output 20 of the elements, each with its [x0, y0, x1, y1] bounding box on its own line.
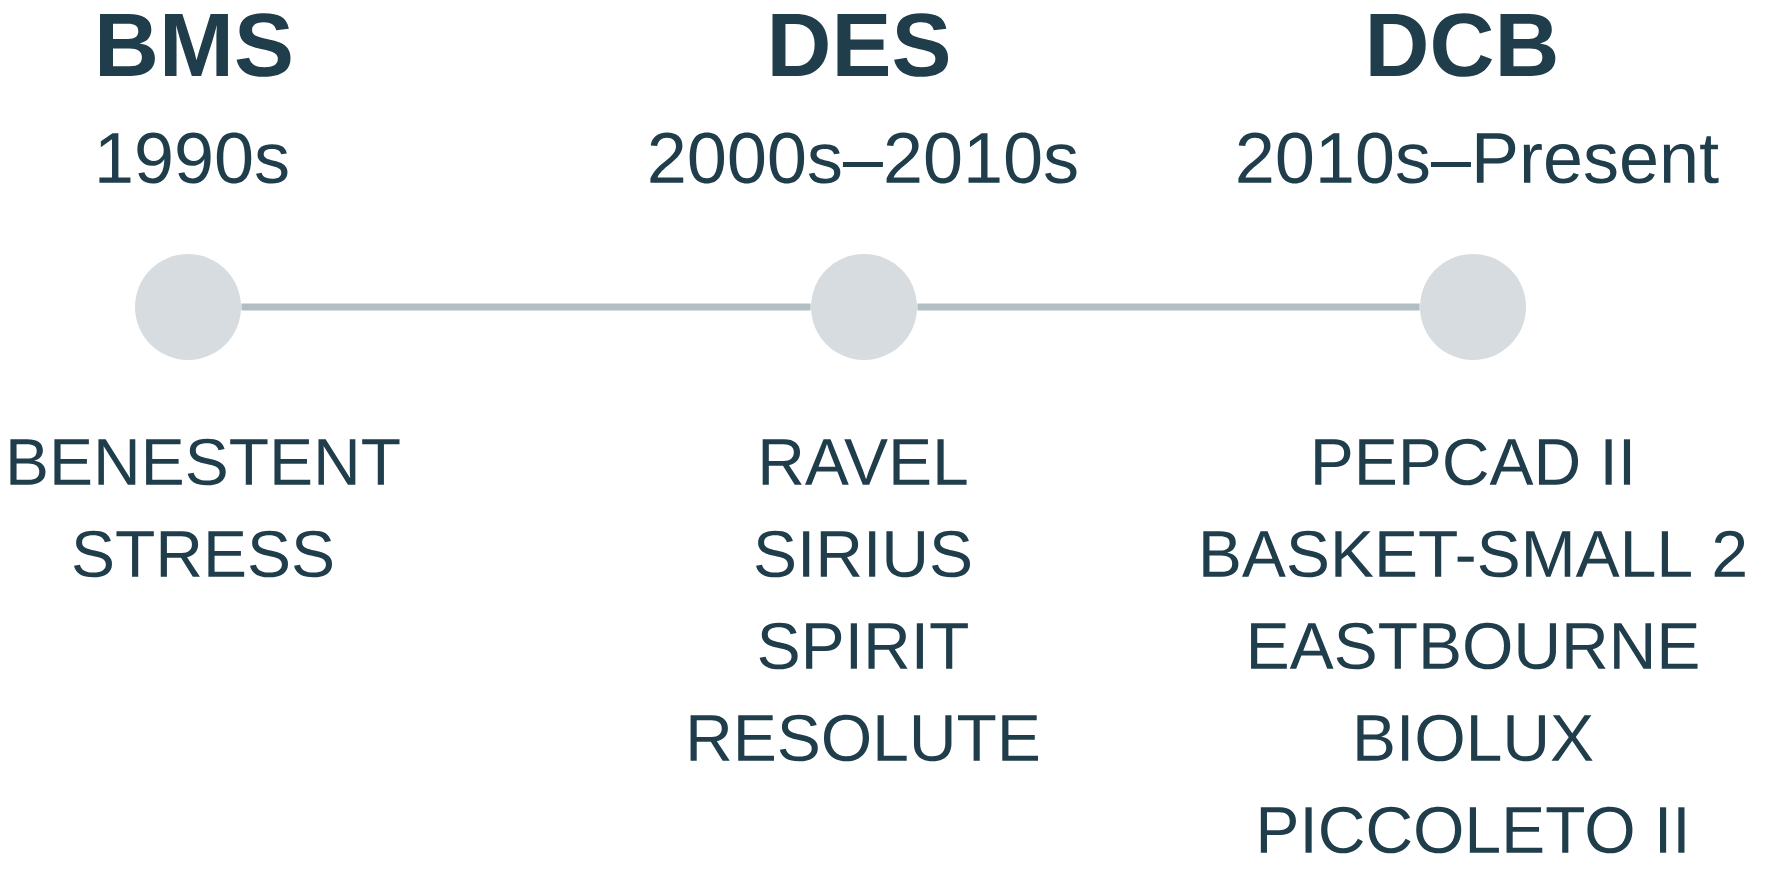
- trial-name: STRESS: [74, 530, 332, 578]
- timeline-dot: [811, 254, 917, 360]
- trial-name: BASKET-SMALL 2: [1203, 530, 1745, 578]
- trial-name: PICCOLETO II: [1260, 806, 1685, 854]
- trial-name: RAVEL: [762, 439, 967, 485]
- period-label: 2000s–2010s: [650, 132, 1077, 184]
- period-label: 1990s: [99, 132, 288, 184]
- trial-name: SPIRIT: [759, 622, 968, 670]
- period-label: 2010s–Present: [1238, 132, 1719, 184]
- trial-name: PEPCAD II: [1315, 438, 1631, 486]
- trial-name: BENESTENT: [10, 438, 400, 486]
- timeline-dot: [1420, 254, 1526, 360]
- trial-name: BIOLUX: [1357, 714, 1593, 762]
- trial-name: EASTBOURNE: [1251, 622, 1698, 670]
- trial-name: SIRIUS: [756, 530, 970, 578]
- timeline-dot: [135, 254, 241, 360]
- trial-name: RESOLUTE: [690, 714, 1039, 762]
- era-heading: BMS: [100, 13, 291, 77]
- era-heading: DES: [772, 13, 948, 77]
- era-heading: DCB: [1370, 13, 1556, 77]
